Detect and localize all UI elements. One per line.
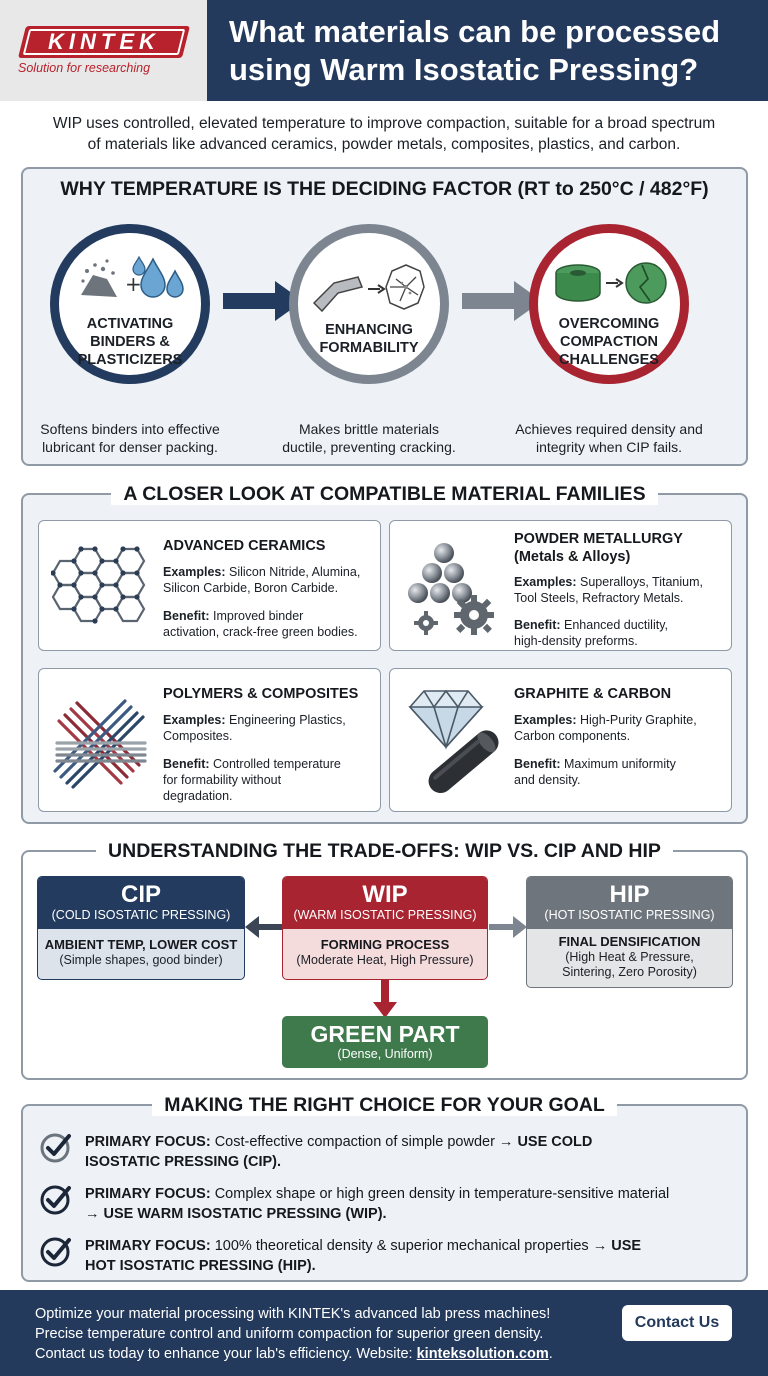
- wip-box: WIP (WARM ISOSTATIC PRESSING) FORMING PR…: [282, 876, 488, 980]
- step-activating-binders: + ACTIVATING BINDERS & PLASTICIZERS: [50, 224, 210, 384]
- step-description: Makes brittle materials ductile, prevent…: [282, 421, 456, 455]
- intro-text: WIP uses controlled, elevated temperatur…: [20, 113, 748, 155]
- bent-bar-crack-icon: [312, 264, 425, 313]
- step-label: ENHANCING FORMABILITY: [319, 322, 419, 356]
- step-description: Softens binders into effective lubricant…: [40, 421, 220, 455]
- compact-to-part-icon: [555, 262, 667, 304]
- cip-box: CIP (COLD ISOSTATIC PRESSING) AMBIENT TE…: [37, 876, 245, 980]
- step-label: ACTIVATING BINDERS & PLASTICIZERS: [77, 316, 183, 368]
- checkmark-circle-icon: [40, 1185, 71, 1215]
- card-graphite-carbon: GRAPHITE & CARBON Examples: High-Purity …: [389, 668, 732, 812]
- material-families-panel: A CLOSER LOOK AT COMPATIBLE MATERIAL FAM…: [21, 483, 748, 824]
- choice-item-wip: PRIMARY FOCUS: Complex shape or high gre…: [39, 1184, 729, 1228]
- powder-droplets-icon: +: [81, 255, 184, 298]
- card-examples: Examples: Silicon Nitride, Alumina, Sili…: [163, 565, 361, 595]
- card-examples: Examples: High-Purity Graphite, Carbon c…: [514, 713, 697, 743]
- green-part-label: GREEN PART (Dense, Uniform): [310, 1021, 460, 1061]
- website-link[interactable]: kinteksolution.com: [416, 1346, 549, 1362]
- arrow-right-icon: [223, 281, 303, 321]
- hip-box: HIP (HOT ISOSTATIC PRESSING) FINAL DENSI…: [526, 876, 733, 988]
- brand-tagline: Solution for researching: [18, 61, 151, 75]
- card-benefit: Benefit: Controlled temperature for form…: [163, 757, 341, 803]
- arrow-down-icon: [373, 980, 397, 1018]
- card-examples: Examples: Superalloys, Titanium, Tool St…: [514, 575, 703, 605]
- card-benefit: Benefit: Enhanced ductility, high-densit…: [514, 618, 669, 648]
- page-title: What materials can be processed using Wa…: [207, 0, 768, 101]
- footer-line-3: Contact us today to enhance your lab's e…: [35, 1346, 553, 1362]
- card-title: GRAPHITE & CARBON: [514, 686, 672, 702]
- footer-text: Optimize your material processing with K…: [35, 1304, 615, 1364]
- footer-line-1: Optimize your material processing with K…: [35, 1306, 551, 1322]
- tradeoffs-heading: UNDERSTANDING THE TRADE-OFFS: WIP VS. CI…: [23, 840, 746, 863]
- footer-line-2: Precise temperature control and uniform …: [35, 1326, 544, 1342]
- card-polymers-composites: POLYMERS & COMPOSITES Examples: Engineer…: [38, 668, 381, 812]
- card-benefit: Benefit: Improved binder activation, cra…: [163, 609, 358, 639]
- woven-fibers-icon: [53, 699, 147, 789]
- arrow-left-icon: [245, 916, 283, 938]
- step-enhancing-formability: ENHANCING FORMABILITY: [289, 224, 449, 384]
- brand-name: KINTEK: [48, 29, 160, 54]
- hip-header: HIP (HOT ISOSTATIC PRESSING): [527, 877, 732, 929]
- step-overcoming-compaction: OVERCOMING COMPACTION CHALLENGES: [529, 224, 689, 384]
- arrow-right-icon: [489, 916, 527, 938]
- card-benefit: Benefit: Maximum uniformity and density.: [514, 757, 676, 787]
- footer-cta: Optimize your material processing with K…: [0, 1290, 768, 1376]
- tradeoffs-panel: UNDERSTANDING THE TRADE-OFFS: WIP VS. CI…: [21, 840, 748, 1080]
- cip-details: AMBIENT TEMP, LOWER COST (Simple shapes,…: [44, 937, 238, 967]
- choices-heading: MAKING THE RIGHT CHOICE FOR YOUR GOAL: [23, 1094, 746, 1117]
- title-line-1: What materials can be processed: [229, 14, 721, 49]
- card-advanced-ceramics: ADVANCED CERAMICS Examples: Silicon Nitr…: [38, 520, 381, 651]
- card-title: ADVANCED CERAMICS: [163, 538, 326, 554]
- step-description: Achieves required density and integrity …: [515, 421, 703, 455]
- contact-us-button[interactable]: Contact Us: [622, 1305, 732, 1341]
- brand-logo[interactable]: KINTEK Solution for researching: [0, 0, 207, 101]
- step-label: OVERCOMING COMPACTION CHALLENGES: [558, 316, 660, 368]
- card-powder-metallurgy: POWDER METALLURGY (Metals & Alloys) Exam…: [389, 520, 732, 651]
- metal-spheres-gears-icon: [408, 543, 494, 635]
- green-part-box: GREEN PART (Dense, Uniform): [282, 1016, 488, 1068]
- svg-text:+: +: [125, 272, 142, 296]
- wip-header: WIP (WARM ISOSTATIC PRESSING): [283, 877, 487, 929]
- choice-item-hip: PRIMARY FOCUS: 100% theoretical density …: [39, 1236, 729, 1280]
- card-examples: Examples: Engineering Plastics, Composit…: [163, 713, 346, 743]
- temperature-heading: WHY TEMPERATURE IS THE DECIDING FACTOR (…: [23, 178, 746, 201]
- card-title: POWDER METALLURGY (Metals & Alloys): [514, 531, 683, 565]
- choices-panel: MAKING THE RIGHT CHOICE FOR YOUR GOAL PR…: [21, 1094, 748, 1282]
- hip-details: FINAL DENSIFICATION (High Heat & Pressur…: [558, 934, 701, 979]
- choice-item-cip: PRIMARY FOCUS: Cost-effective compaction…: [39, 1132, 729, 1176]
- choice-text: PRIMARY FOCUS: 100% theoretical density …: [85, 1238, 642, 1274]
- choice-text: PRIMARY FOCUS: Complex shape or high gre…: [85, 1186, 670, 1222]
- intro-line-2: of materials like advanced ceramics, pow…: [87, 136, 681, 153]
- checkmark-circle-icon: [40, 1133, 71, 1163]
- temperature-panel: WHY TEMPERATURE IS THE DECIDING FACTOR (…: [21, 167, 748, 466]
- title-line-2: using Warm Isostatic Pressing?: [229, 52, 699, 87]
- card-title: POLYMERS & COMPOSITES: [163, 686, 359, 702]
- choice-text: PRIMARY FOCUS: Cost-effective compaction…: [85, 1134, 593, 1170]
- wip-details: FORMING PROCESS (Moderate Heat, High Pre…: [296, 937, 474, 967]
- header: KINTEK Solution for researching What mat…: [0, 0, 768, 101]
- intro-line-1: WIP uses controlled, elevated temperatur…: [52, 115, 716, 132]
- hexagon-lattice-icon: [51, 546, 146, 624]
- arrow-right-icon: [462, 281, 542, 321]
- cip-header: CIP (COLD ISOSTATIC PRESSING): [38, 877, 244, 929]
- families-heading: A CLOSER LOOK AT COMPATIBLE MATERIAL FAM…: [23, 483, 746, 506]
- diamond-rod-icon: [408, 689, 499, 793]
- checkmark-circle-icon: [40, 1237, 71, 1267]
